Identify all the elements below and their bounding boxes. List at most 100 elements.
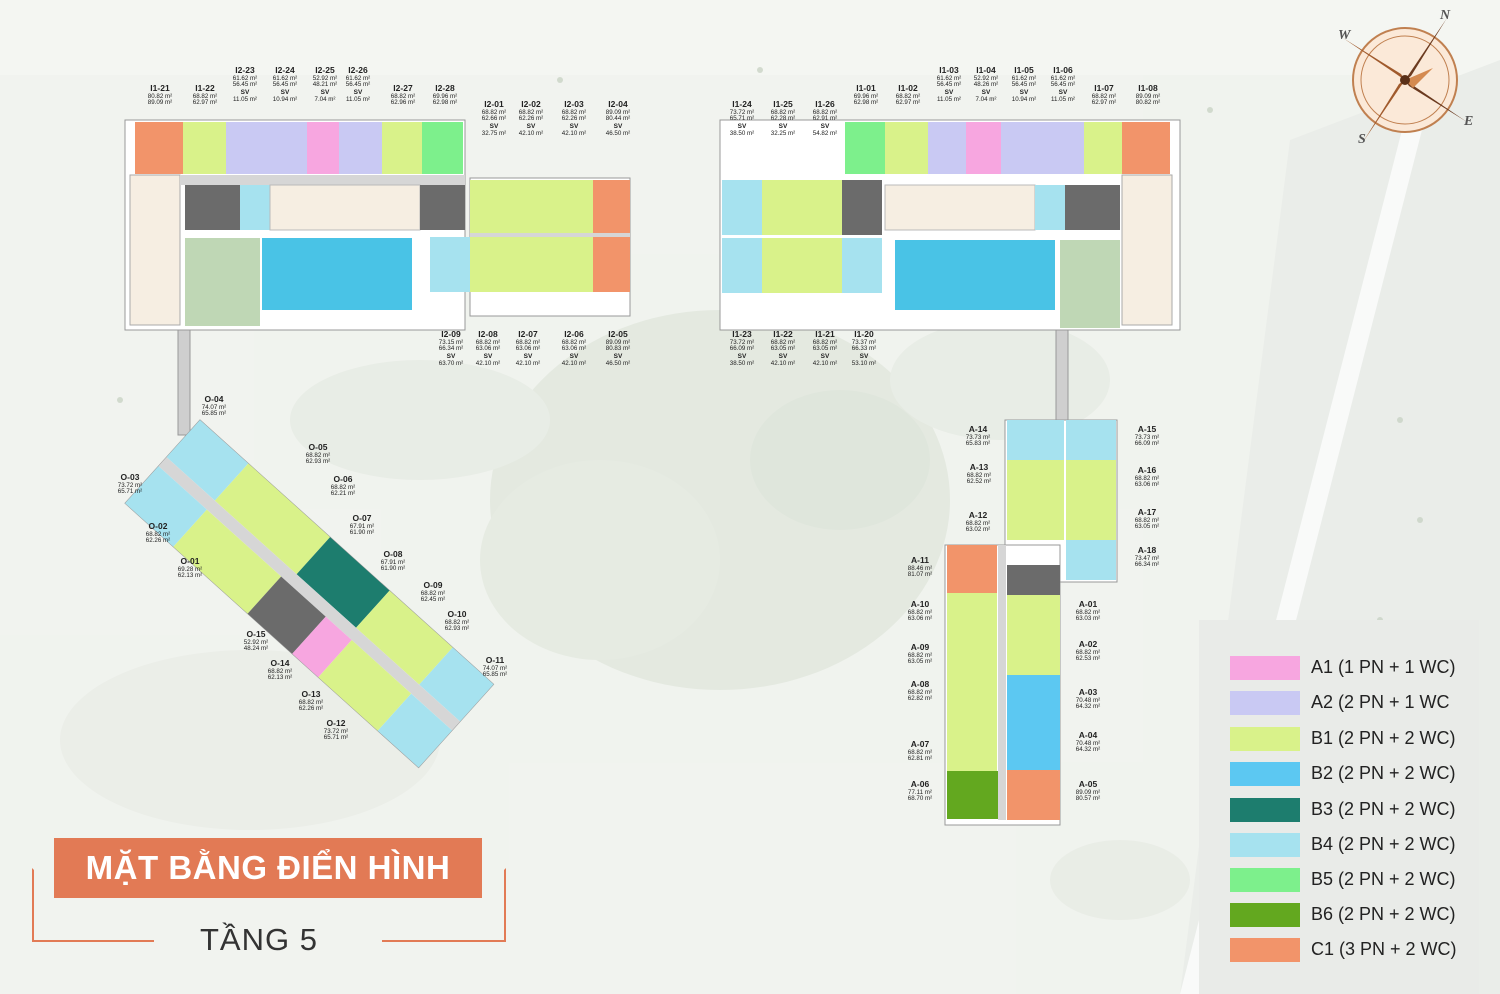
unit-code: A-10 <box>910 599 930 609</box>
unit-area-2: 62.91 m² <box>812 115 838 123</box>
unit-area-1: 61.62 m² <box>232 74 258 82</box>
unit-area-2: 63.05 m² <box>812 345 838 353</box>
unit-sv: SV <box>1058 89 1068 97</box>
unit-sv-area: 10.94 m² <box>272 95 298 103</box>
legend-swatch <box>1230 762 1300 786</box>
unit-code: A-13 <box>969 462 989 472</box>
unit-area-1: 68.82 m² <box>770 338 796 346</box>
unit-area-1: 68.82 m² <box>966 471 992 479</box>
unit-area-1: 68.82 m² <box>1134 516 1160 524</box>
unit-code: A-12 <box>968 510 988 520</box>
unit-area-2: 48.21 m² <box>312 81 338 89</box>
unit-area-2: 48.24 m² <box>243 645 269 653</box>
unit-area-2: 63.05 m² <box>770 345 796 353</box>
compass-icon <box>1343 18 1467 142</box>
unit-code: I1-21 <box>150 83 170 93</box>
unit-area-1: 89.09 m² <box>605 108 631 116</box>
unit-sv: SV <box>526 123 536 131</box>
unit-area-1: 61.62 m² <box>1011 74 1037 82</box>
unit-code: I2-05 <box>608 329 628 339</box>
unit-code: I2-26 <box>348 65 368 75</box>
unit-code: I1-06 <box>1053 65 1073 75</box>
unit-code: O-02 <box>148 521 168 531</box>
unit-sv: SV <box>778 353 788 361</box>
unit-area-1: 67.91 m² <box>349 522 375 530</box>
unit-area-1: 68.82 m² <box>1075 608 1101 616</box>
unit-sv-area: 46.50 m² <box>605 359 631 367</box>
unit-area-1: 69.96 m² <box>853 92 879 100</box>
unit-code: A-02 <box>1078 639 1098 649</box>
unit-code: I2-28 <box>435 83 455 93</box>
unit-area-2: 62.81 m² <box>907 755 933 763</box>
unit-sv: SV <box>489 123 499 131</box>
unit-sv: SV <box>569 123 579 131</box>
unit-area-1: 68.82 m² <box>145 530 171 538</box>
unit-code: O-15 <box>246 629 266 639</box>
unit-area-2: 65.71 m² <box>323 734 349 742</box>
legend-swatch <box>1230 868 1300 892</box>
unit-area-2: 56.45 m² <box>936 81 962 89</box>
unit-area-2: 62.13 m² <box>267 674 293 682</box>
unit-code: I2-02 <box>521 99 541 109</box>
legend-item-a1: A1 (1 PN + 1 WC) <box>1230 656 1470 680</box>
unit-area-1: 52.92 m² <box>243 638 269 646</box>
unit-area-1: 68.82 m² <box>907 748 933 756</box>
unit-code: I1-01 <box>856 83 876 93</box>
legend-label: B6 (2 PN + 2 WC) <box>1311 904 1456 924</box>
unit-area-2: 62.28 m² <box>770 115 796 123</box>
unit-code: I2-03 <box>564 99 584 109</box>
unit-sv-area: 46.50 m² <box>605 129 631 137</box>
unit-area-1: 68.82 m² <box>907 608 933 616</box>
unit-area-2: 63.05 m² <box>1134 523 1160 531</box>
unit-area-2: 62.26 m² <box>561 115 587 123</box>
unit-area-1: 68.82 m² <box>965 519 991 527</box>
unit-area-1: 68.82 m² <box>518 108 544 116</box>
unit-area-1: 68.82 m² <box>1075 648 1101 656</box>
unit-sv: SV <box>944 89 954 97</box>
unit-area-1: 89.09 m² <box>1135 92 1161 100</box>
unit-area-2: 63.06 m² <box>515 345 541 353</box>
unit-area-1: 52.92 m² <box>973 74 999 82</box>
unit-area-2: 62.93 m² <box>444 625 470 633</box>
unit-sv-area: 53.10 m² <box>851 359 877 367</box>
unit-sv: SV <box>737 353 747 361</box>
unit-area-2: 62.45 m² <box>420 596 446 604</box>
unit-code: O-13 <box>301 689 321 699</box>
unit-code: I2-24 <box>275 65 295 75</box>
unit-sv: SV <box>483 353 493 361</box>
unit-area-2: 56.45 m² <box>345 81 371 89</box>
unit-area-2: 66.09 m² <box>729 345 755 353</box>
legend-item-b5: B5 (2 PN + 2 WC) <box>1230 868 1470 892</box>
unit-area-1: 88.46 m² <box>907 564 933 572</box>
unit-code: A-15 <box>1137 424 1157 434</box>
unit-sv: SV <box>1019 89 1029 97</box>
unit-area-1: 68.82 m² <box>1091 92 1117 100</box>
unit-sv-area: 7.04 m² <box>975 95 997 103</box>
unit-sv: SV <box>613 353 623 361</box>
unit-area-2: 63.05 m² <box>907 658 933 666</box>
unit-area-2: 65.85 m² <box>201 410 227 418</box>
legend-swatch <box>1230 833 1300 857</box>
legend-swatch <box>1230 903 1300 927</box>
